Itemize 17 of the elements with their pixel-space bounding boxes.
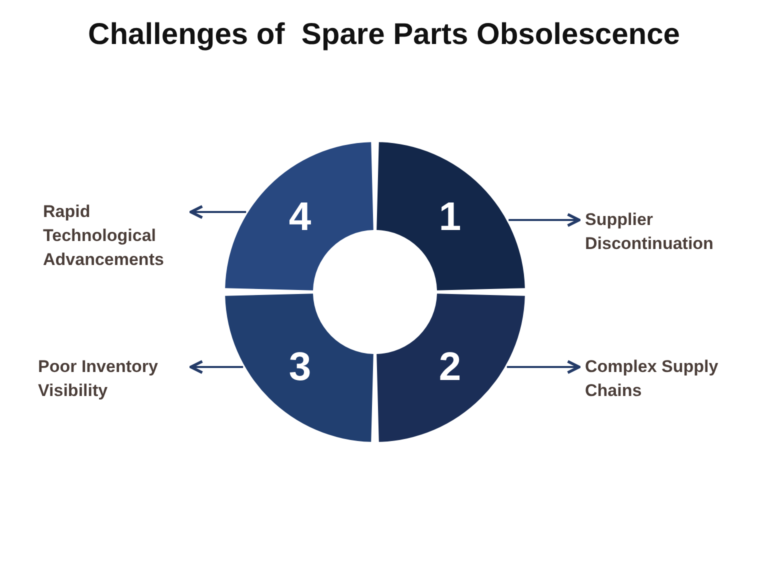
arrow: [506, 360, 580, 374]
title: Challenges of Spare Parts Obsolescence: [87, 18, 681, 52]
challenge-label: Complex Supply Chains: [585, 355, 735, 403]
challenge-label: Rapid Technological Advancements: [43, 200, 183, 272]
arrow: [190, 205, 246, 219]
arrow: [190, 360, 244, 374]
arrow: [508, 213, 580, 227]
ring-segment: [375, 292, 525, 442]
challenge-label: Poor Inventory Visibility: [38, 355, 183, 403]
challenge-label: Supplier Discontinuation: [585, 208, 735, 256]
ring-segment: [225, 292, 375, 442]
step-number: 2: [438, 346, 462, 387]
step-number: 1: [438, 197, 462, 238]
ring-segment: [225, 142, 375, 292]
ring-segment: [375, 142, 525, 292]
step-number: 3: [288, 346, 312, 387]
step-number: 4: [288, 197, 312, 238]
